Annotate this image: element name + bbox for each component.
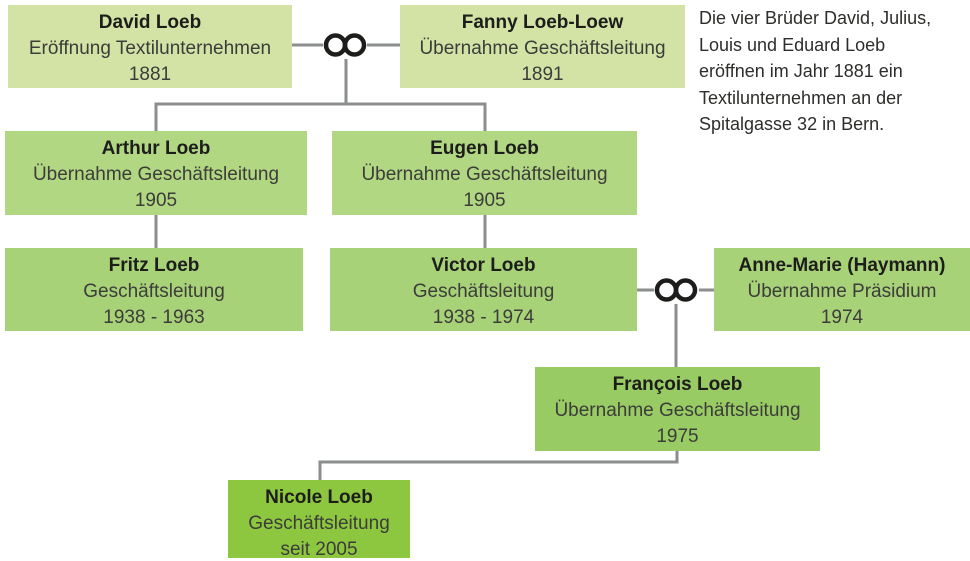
person-name: Fritz Loeb — [108, 255, 200, 276]
person-role: Geschäftsleitung — [83, 281, 225, 302]
marriage-infinity-icon — [654, 278, 698, 302]
person-box-david-loeb: David Loeb Eröffnung Textilunternehmen 1… — [8, 5, 292, 88]
person-role: Übernahme Geschäftsleitung — [419, 38, 666, 59]
person-name: Victor Loeb — [431, 255, 536, 276]
person-years: 1881 — [128, 64, 172, 85]
person-role: Übernahme Geschäftsleitung — [361, 164, 608, 185]
person-name: François Loeb — [612, 374, 743, 395]
person-box-arthur-loeb: Arthur Loeb Übernahme Geschäftsleitung 1… — [5, 131, 307, 215]
person-years: 1975 — [656, 426, 699, 447]
person-box-anne-marie-haymann: Anne-Marie (Haymann) Übernahme Präsidium… — [714, 248, 970, 331]
person-name: Fanny Loeb-Loew — [461, 12, 624, 33]
person-role: Geschäftsleitung — [248, 513, 390, 534]
intro-note-line: Spitalgasse 32 in Bern. — [699, 114, 885, 134]
person-name: Arthur Loeb — [101, 138, 211, 159]
person-box-fanny-loeb-loew: Fanny Loeb-Loew Übernahme Geschäftsleitu… — [400, 5, 685, 88]
person-role: Geschäftsleitung — [412, 281, 555, 302]
person-box-fritz-loeb: Fritz Loeb Geschäftsleitung 1938 - 1963 — [5, 248, 303, 331]
person-years: 1891 — [521, 64, 564, 85]
person-name: Nicole Loeb — [265, 487, 373, 508]
person-years: 1905 — [134, 190, 178, 211]
person-role: Übernahme Geschäftsleitung — [554, 400, 801, 421]
person-box-victor-loeb: Victor Loeb Geschäftsleitung 1938 - 1974 — [330, 248, 637, 331]
intro-note-line: Die vier Brüder David, Julius, — [699, 8, 932, 28]
person-years: 1905 — [463, 190, 506, 211]
person-name: David Loeb — [98, 12, 202, 33]
intro-note-line: Textilunternehmen an der — [699, 87, 903, 108]
person-name: Anne-Marie (Haymann) — [738, 255, 946, 276]
person-years: 1938 - 1963 — [103, 307, 205, 328]
marriage-infinity-icon — [323, 33, 367, 57]
intro-note-line: eröffnen im Jahr 1881 ein — [699, 61, 903, 81]
person-years: 1974 — [820, 307, 864, 328]
person-box-eugen-loeb: Eugen Loeb Übernahme Geschäftsleitung 19… — [332, 131, 637, 215]
person-years: seit 2005 — [280, 539, 358, 560]
person-box-francois-loeb: François Loeb Übernahme Geschäftsleitung… — [535, 367, 820, 451]
person-box-nicole-loeb: Nicole Loeb Geschäftsleitung seit 2005 — [228, 480, 410, 560]
intro-note: Die vier Brüder David, Julius, Louis und… — [699, 5, 967, 138]
person-role: Übernahme Geschäftsleitung — [32, 164, 280, 185]
person-role: Übernahme Präsidium — [747, 281, 937, 302]
person-role: Eröffnung Textilunternehmen — [28, 38, 272, 59]
person-name: Eugen Loeb — [430, 138, 539, 159]
intro-note-line: Louis und Eduard Loeb — [699, 34, 886, 55]
person-years: 1938 - 1974 — [432, 307, 535, 328]
